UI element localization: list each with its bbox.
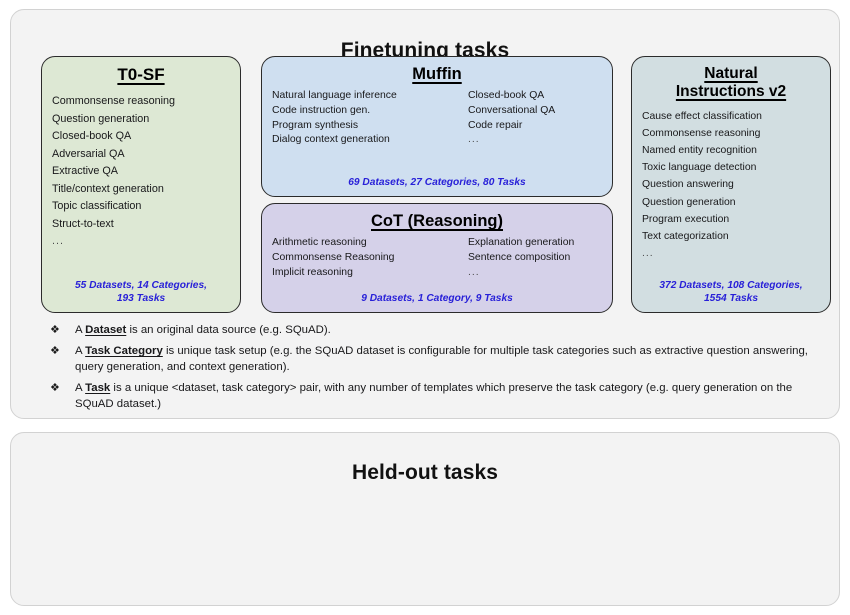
item-column-left: Arithmetic reasoning Commonsense Reasoni… [272, 236, 468, 287]
item-column-right: Explanation generation Sentence composit… [468, 236, 574, 287]
list-item: Code instruction gen. [272, 105, 371, 117]
list-item: Named entity recognition [642, 144, 757, 156]
card-stats-cot: 9 Datasets, 1 Category, 9 Tasks [361, 293, 513, 304]
item-column: Cause effect classification Commonsense … [642, 108, 762, 274]
list-item: Title/context generation [52, 182, 164, 195]
item-column-right: Closed-book QA Conversational QA Code re… [468, 89, 555, 171]
list-item: Adversarial QA [52, 147, 125, 160]
list-item: Conversational QA [468, 105, 556, 117]
list-item: Explanation generation [468, 237, 575, 249]
list-item: Question generation [52, 112, 150, 125]
card-items-cot: Arithmetic reasoning Commonsense Reasoni… [272, 236, 602, 287]
list-item: Program synthesis [272, 119, 359, 131]
legend-item-task: ❖ A Task is a unique <dataset, task cate… [47, 380, 827, 412]
list-item: Question answering [642, 179, 734, 191]
card-stats-t0-sf: 55 Datasets, 14 Categories, 193 Tasks [75, 280, 207, 304]
list-item: Commonsense reasoning [52, 95, 176, 108]
list-item: Commonsense reasoning [642, 127, 761, 139]
legend-text-task-category: A Task Category is unique task setup (e.… [75, 345, 808, 373]
list-item: Dialog context generation [272, 134, 390, 146]
legend-text-dataset: A Dataset is an original data source (e.… [75, 324, 331, 336]
legend-item-task-category: ❖ A Task Category is unique task setup (… [47, 343, 827, 375]
card-title-natural-instructions-v2: Natural Instructions v2 [675, 65, 787, 101]
diamond-bullet-icon: ❖ [50, 345, 60, 357]
list-item: Text categorization [642, 230, 729, 242]
list-item: Toxic language detection [642, 162, 757, 174]
list-item: Struct-to-text [52, 217, 114, 230]
card-natural-instructions-v2[interactable]: Natural Instructions v2 Cause effect cla… [631, 56, 831, 313]
list-item: Arithmetic reasoning [272, 237, 367, 249]
held-out-panel-title: Held-out tasks [351, 461, 499, 485]
finetuning-tasks-panel: Finetuning tasks T0-SF Commonsense reaso… [10, 9, 840, 419]
list-item: Implicit reasoning [272, 266, 353, 278]
card-stats-niv2: 372 Datasets, 108 Categories, 1554 Tasks [659, 280, 803, 304]
item-column-left: Natural language inference Code instruct… [272, 89, 468, 171]
list-item: Commonsense Reasoning [272, 252, 395, 264]
card-items-t0-sf: Commonsense reasoning Question generatio… [52, 93, 230, 274]
card-stats-muffin: 69 Datasets, 27 Categories, 80 Tasks [348, 177, 526, 188]
list-item: Closed-book QA [468, 90, 545, 102]
card-title-muffin: Muffin [412, 65, 462, 83]
held-out-tasks-panel: Held-out tasks MMLU Abstract algebra Col… [10, 432, 840, 606]
card-cot-reasoning[interactable]: CoT (Reasoning) Arithmetic reasoning Com… [261, 203, 613, 313]
card-items-niv2: Cause effect classification Commonsense … [642, 108, 820, 274]
card-title-cot-reasoning: CoT (Reasoning) [371, 212, 503, 230]
list-item: Cause effect classification [642, 110, 762, 122]
card-title-t0-sf: T0-SF [117, 65, 165, 84]
list-item: Sentence composition [468, 252, 571, 264]
card-t0-sf[interactable]: T0-SF Commonsense reasoning Question gen… [41, 56, 241, 313]
diamond-bullet-icon: ❖ [50, 382, 60, 394]
card-muffin[interactable]: Muffin Natural language inference Code i… [261, 56, 613, 197]
list-item: Natural language inference [272, 90, 397, 102]
legend-text-task: A Task is a unique <dataset, task catego… [75, 382, 793, 410]
item-column: Commonsense reasoning Question generatio… [52, 93, 175, 274]
list-item: Question generation [642, 196, 736, 208]
legend-item-dataset: ❖ A Dataset is an original data source (… [47, 322, 827, 338]
list-item: Extractive QA [52, 165, 118, 178]
list-item: Code repair [468, 119, 523, 131]
list-item: Program execution [642, 213, 730, 225]
list-item-ellipsis: ... [52, 235, 64, 248]
legend-definitions: ❖ A Dataset is an original data source (… [47, 322, 827, 417]
list-item-ellipsis: ... [642, 248, 654, 260]
card-items-muffin: Natural language inference Code instruct… [272, 89, 602, 171]
list-item-ellipsis: ... [468, 266, 480, 278]
list-item-ellipsis: ... [468, 134, 480, 146]
diamond-bullet-icon: ❖ [50, 324, 60, 336]
list-item: Closed-book QA [52, 130, 132, 143]
list-item: Topic classification [52, 200, 142, 213]
